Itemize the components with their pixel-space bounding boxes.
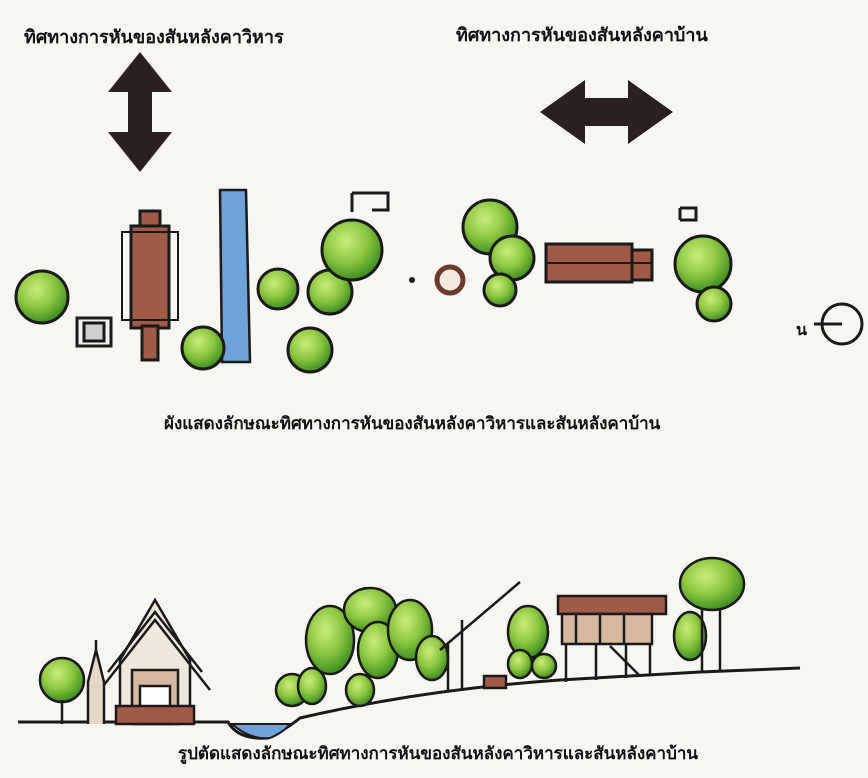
house-elevation (556, 594, 668, 682)
vertical-double-arrow-icon (108, 52, 172, 172)
well-sweep (439, 581, 521, 690)
north-label: น (796, 320, 807, 339)
tree-circle (695, 285, 733, 323)
section-caption: รูปตัดแสดงลักษณะทิศทางการหันของสันหลังคา… (178, 744, 699, 764)
tree-circle (180, 325, 226, 371)
plan-trees (14, 198, 733, 374)
horizontal-double-arrow-icon (540, 80, 673, 144)
well-ring (409, 264, 466, 296)
tree-circle (256, 267, 300, 311)
section-canal (229, 723, 293, 740)
tree-circle (320, 218, 384, 282)
north-compass-icon (814, 302, 864, 346)
temple-plan-shape (121, 209, 179, 362)
tree-circle (673, 234, 733, 294)
house-plan-shape (544, 242, 654, 284)
section-tree-cluster (274, 586, 450, 708)
small-building-markers (350, 191, 698, 222)
temple-roof-direction-heading: ทิศทางการหันของสันหลังคาวิหาร (24, 27, 284, 48)
tree-circle (482, 272, 518, 308)
section-trees-right (506, 604, 708, 680)
house-roof-direction-heading: ทิศทางการหันของสันหลังคาบ้าน (456, 25, 708, 46)
temple-elevation (86, 597, 211, 726)
tree-circle (14, 269, 70, 325)
section-tall-tree (678, 556, 746, 672)
tree-circle (286, 326, 334, 374)
section-tree-left (38, 656, 86, 724)
plan-caption: ผังแสดงลักษณะทิศทางการหันของสันหลังคาวิห… (164, 414, 661, 434)
river-strip (218, 188, 252, 364)
small-square-structure (75, 316, 113, 348)
